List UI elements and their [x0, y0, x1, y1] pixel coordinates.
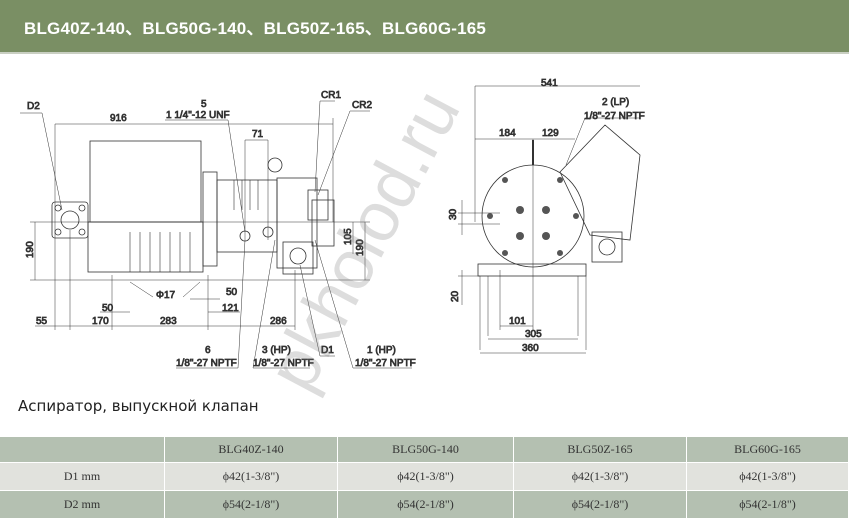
dim-129: 129 — [542, 128, 559, 139]
title-banner: BLG40Z-140、BLG50G-140、BLG50Z-165、BLG60G-… — [0, 0, 849, 54]
table-cell: ϕ42(1-3/8") — [686, 462, 849, 491]
technical-drawing: D2 916 5 1 1/4"-12 UNF 71 CR1 CR2 105 19… — [20, 78, 646, 369]
dim-20: 20 — [450, 290, 461, 302]
table-row: D2 mm ϕ54(2-1/8") ϕ54(2-1/8") ϕ54(2-1/8"… — [0, 490, 849, 519]
dim-phi17: Φ17 — [156, 290, 176, 301]
dim-101: 101 — [509, 316, 526, 327]
dim-286: 286 — [270, 316, 287, 327]
header-cell: BLG60G-165 — [686, 437, 849, 463]
dim-71: 71 — [252, 129, 264, 140]
dim-121: 121 — [222, 303, 239, 314]
label-port1: 1 (HP) — [367, 345, 396, 356]
header-cell — [0, 437, 165, 463]
dim-190-left: 190 — [25, 241, 36, 258]
table-cell: ϕ54(2-1/8") — [164, 490, 338, 519]
label-cr2: CR2 — [352, 100, 372, 111]
header-cell: BLG50Z-165 — [513, 437, 687, 463]
row-label: D2 mm — [0, 490, 165, 519]
label-port1-thread: 1/8"-27 NPTF — [355, 358, 416, 369]
dim-916: 916 — [110, 113, 127, 124]
label-port2: 2 (LP) — [602, 97, 629, 108]
caption: Аспиратор, выпускной клапан — [18, 397, 259, 415]
dim-360: 360 — [522, 343, 539, 354]
header-cell: BLG50G-140 — [337, 437, 514, 463]
dim-190-right: 190 — [355, 239, 366, 256]
label-d1: D1 — [321, 345, 334, 356]
table-cell: ϕ42(1-3/8") — [513, 462, 687, 491]
table-row: D1 mm ϕ42(1-3/8") ϕ42(1-3/8") ϕ42(1-3/8"… — [0, 462, 849, 491]
dim-184: 184 — [499, 128, 516, 139]
specs-table: BLG40Z-140 BLG50G-140 BLG50Z-165 BLG60G-… — [0, 437, 849, 519]
dim-30: 30 — [448, 208, 459, 220]
header-cell: BLG40Z-140 — [164, 437, 338, 463]
label-port3: 3 (HP) — [262, 345, 291, 356]
table-cell: ϕ54(2-1/8") — [686, 490, 849, 519]
label-port3-thread: 1/8"-27 NPTF — [253, 358, 314, 369]
label-port2-thread: 1/8"-27 NPTF — [584, 111, 645, 122]
dim-50b: 50 — [102, 303, 114, 314]
table-cell: ϕ42(1-3/8") — [337, 462, 514, 491]
dim-541: 541 — [541, 78, 558, 89]
dim-55: 55 — [36, 316, 48, 327]
dim-105: 105 — [343, 228, 354, 245]
label-cr1: CR1 — [321, 90, 341, 101]
row-label: D1 mm — [0, 462, 165, 491]
dim-50a: 50 — [226, 287, 238, 298]
label-port6: 6 — [205, 345, 211, 356]
label-port5-thread: 1 1/4"-12 UNF — [166, 110, 230, 121]
page-title: BLG40Z-140、BLG50G-140、BLG50Z-165、BLG60G-… — [24, 19, 487, 38]
label-port5: 5 — [201, 99, 207, 110]
label-port6-thread: 1/8"-27 NPTF — [176, 358, 237, 369]
table-cell: ϕ42(1-3/8") — [164, 462, 338, 491]
side-view: D2 916 5 1 1/4"-12 UNF 71 CR1 CR2 105 19… — [20, 90, 416, 369]
table-cell: ϕ54(2-1/8") — [513, 490, 687, 519]
end-view: 541 2 (LP) 1/8"-27 NPTF 184 129 30 20 10… — [448, 78, 646, 355]
label-d2: D2 — [27, 101, 40, 112]
table-cell: ϕ54(2-1/8") — [337, 490, 514, 519]
dim-283: 283 — [160, 316, 177, 327]
dim-170: 170 — [92, 316, 109, 327]
table-header-row: BLG40Z-140 BLG50G-140 BLG50Z-165 BLG60G-… — [0, 437, 849, 463]
dim-305: 305 — [525, 329, 542, 340]
